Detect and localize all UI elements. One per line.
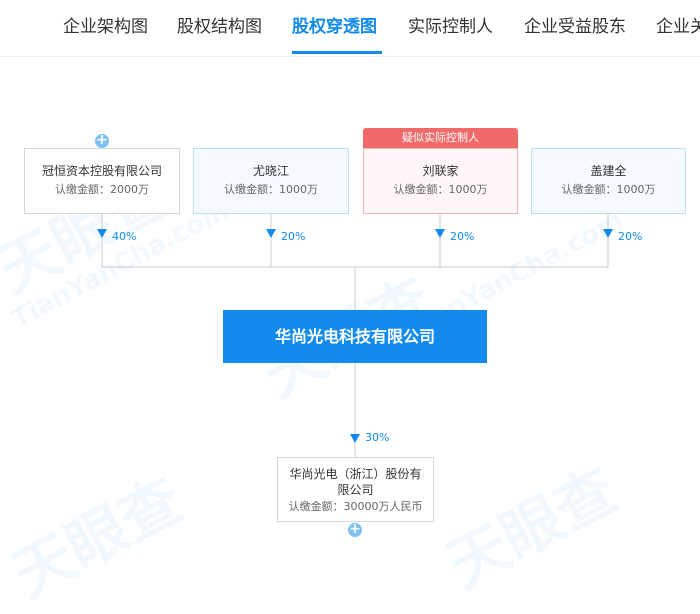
- tab-enterprise-structure[interactable]: 企业架构图: [63, 17, 148, 37]
- shareholder-box[interactable]: 冠恒资本控股有限公司 认缴金额：2000万: [24, 148, 180, 214]
- tab-actual-controller[interactable]: 实际控制人: [408, 17, 493, 37]
- subsidiary-name: 华尚光电（浙江）股份有限公司: [289, 467, 422, 497]
- shareholder-name: 盖建全: [590, 164, 627, 178]
- tab-equity-penetration[interactable]: 股权穿透图: [292, 17, 377, 37]
- subsidiary-amount: 认缴金额：30000万人民币: [288, 500, 423, 513]
- active-tab-underline: [292, 51, 382, 54]
- tab-enterprise-related[interactable]: 企业关: [656, 17, 700, 37]
- shareholder-name: 尤晓江: [252, 164, 289, 178]
- shareholder-amount: 认缴金额：2000万: [55, 183, 149, 196]
- tab-equity-structure[interactable]: 股权结构图: [177, 17, 262, 37]
- shareholder-amount: 认缴金额：1000万: [393, 183, 488, 196]
- shareholding-percent: 40%: [112, 230, 137, 243]
- subsidiary-box[interactable]: 华尚光电（浙江）股份有限公司 认缴金额：30000万人民币: [277, 457, 434, 522]
- shareholder-amount: 认缴金额：1000万: [224, 183, 318, 196]
- shareholding-percent: 20%: [281, 230, 306, 243]
- connector-lines: [97, 214, 613, 457]
- tab-beneficial-shareholders[interactable]: 企业受益股东: [524, 17, 626, 37]
- arrow-down-icon: [266, 229, 276, 238]
- shareholder-amount: 认缴金额：1000万: [561, 183, 656, 196]
- target-company-box[interactable]: 华尚光电科技有限公司: [223, 310, 487, 363]
- suspected-controller-badge: 疑似实际控制人: [363, 128, 518, 148]
- shareholding-percent: 20%: [450, 230, 475, 243]
- shareholder-box[interactable]: 盖建全 认缴金额：1000万: [531, 148, 686, 214]
- shareholder-box[interactable]: 刘联家 认缴金额：1000万: [363, 148, 518, 214]
- shareholding-percent: 20%: [618, 230, 643, 243]
- expand-plus-icon[interactable]: +: [348, 521, 362, 537]
- arrow-down-icon: [350, 434, 360, 443]
- shareholder-name: 冠恒资本控股有限公司: [41, 164, 162, 178]
- expand-plus-icon[interactable]: +: [95, 132, 109, 148]
- arrow-down-icon: [97, 229, 107, 238]
- shareholder-box[interactable]: 尤晓江 认缴金额：1000万: [193, 148, 349, 214]
- investment-percent: 30%: [365, 431, 390, 444]
- shareholder-name: 刘联家: [422, 164, 459, 178]
- arrow-down-icon: [603, 229, 613, 238]
- chart-tab-bar: 企业架构图 股权结构图 股权穿透图 实际控制人 企业受益股东 企业关: [0, 0, 700, 57]
- arrow-down-icon: [435, 229, 445, 238]
